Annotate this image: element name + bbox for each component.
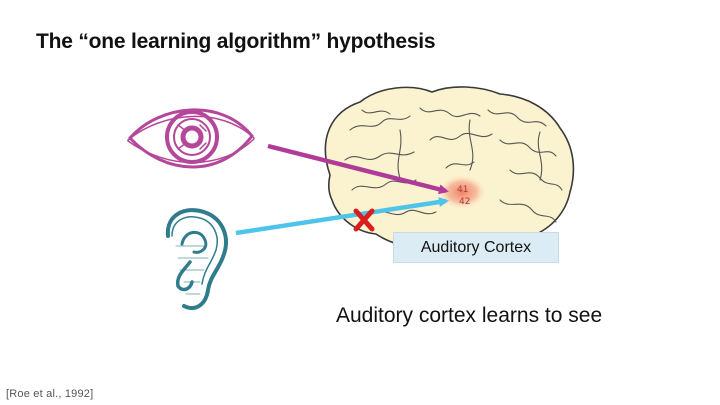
slide-title: The “one learning algorithm” hypothesis	[36, 30, 436, 53]
slide-caption: Auditory cortex learns to see	[336, 304, 603, 327]
citation: [Roe et al., 1992]	[6, 388, 94, 400]
area-41-label: 41	[457, 185, 468, 195]
eye-to-auditory-arrow	[267, 143, 449, 195]
auditory-cortex-label: Auditory Cortex	[393, 232, 559, 263]
eye-icon	[127, 108, 255, 169]
ear-icon	[165, 208, 228, 310]
area-42-label: 42	[459, 197, 470, 207]
cross-mark-icon	[353, 208, 375, 232]
ear-to-auditory-arrow	[235, 197, 449, 236]
